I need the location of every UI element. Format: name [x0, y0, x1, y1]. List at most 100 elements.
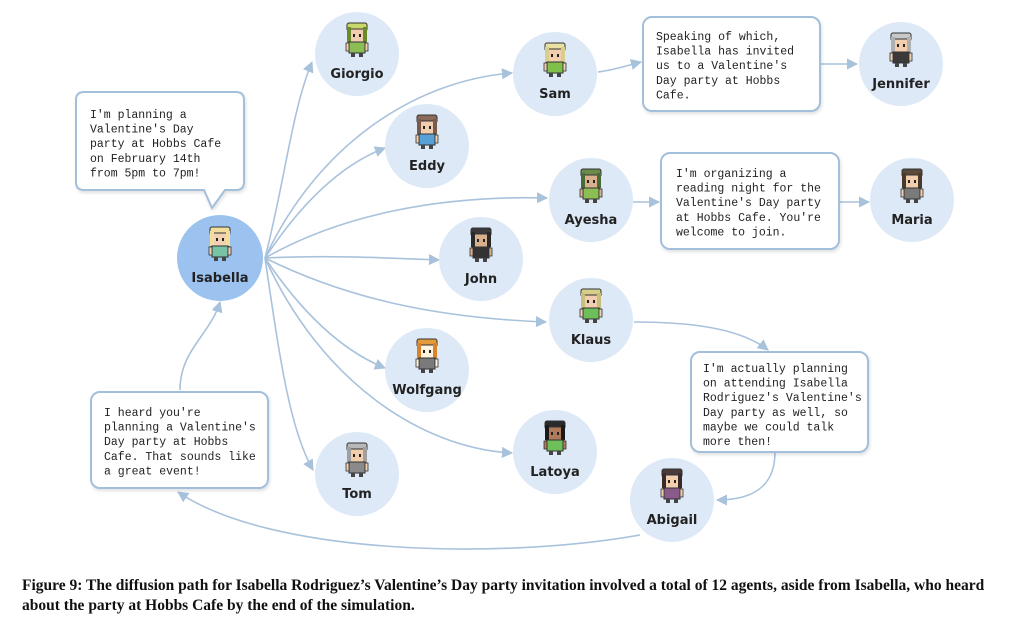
agent-node-circle: [385, 104, 469, 188]
agent-node-circle: [315, 12, 399, 96]
agent-name-abigail: Abigail: [647, 513, 698, 528]
agent-name-maria: Maria: [891, 213, 932, 228]
bubble-line: a great event!: [104, 465, 201, 478]
agent-node-circle: [859, 22, 943, 106]
edge-isabella-giorgio: [264, 60, 314, 259]
pixel-avatar-green-woman-icon: [579, 168, 603, 203]
agent-node-circle: [870, 158, 954, 242]
agent-name-giorgio: Giorgio: [330, 67, 383, 82]
bubble-line: Rodriguez's Valentine's: [703, 392, 862, 405]
speech-bubble-ayesha: [660, 152, 840, 250]
agent-node-klaus: Klaus: [549, 278, 633, 362]
bubble-line: Cafe.: [656, 89, 691, 102]
agent-node-john: John: [439, 217, 523, 301]
pixel-avatar-bald-man-icon: [543, 42, 567, 77]
agent-node-giorgio: Giorgio: [315, 12, 399, 96]
edge-isabella-john: [264, 253, 441, 266]
speech-bubble-sam: [642, 16, 821, 112]
agent-name-wolfgang: Wolfgang: [392, 383, 462, 398]
agent-node-circle: [513, 32, 597, 116]
bubble-line: from 5pm to 7pm!: [90, 167, 200, 180]
edge-isabella-latoya: [264, 257, 514, 459]
bubble-line: more then!: [703, 436, 772, 449]
bubble-line: Speaking of which,: [656, 31, 780, 44]
pixel-avatar-green-man-icon: [345, 22, 369, 57]
pixel-avatar-brown-woman-icon: [900, 168, 924, 203]
agent-node-eddy: Eddy: [385, 104, 469, 188]
agent-name-john: John: [464, 272, 497, 287]
agent-node-circle: [549, 278, 633, 362]
bubble-line: us to a Valentine's: [656, 60, 787, 73]
bubble-line: at Hobbs Cafe. You're: [676, 212, 821, 225]
bubble-line: I heard you're: [104, 407, 201, 420]
bubble-line: Day party at Hobbs: [656, 75, 780, 88]
agent-node-circle: [315, 432, 399, 516]
edges: [177, 58, 871, 550]
agent-name-eddy: Eddy: [409, 159, 445, 174]
pixel-avatar-dark-hair-woman-icon: [660, 468, 684, 503]
bubble-line: Day party as well, so: [703, 407, 848, 420]
agent-name-ayesha: Ayesha: [565, 213, 618, 228]
edge-klaus-bubble: [633, 321, 769, 351]
pixel-avatar-grey-woman-icon: [889, 32, 913, 67]
pixel-avatar-fox-icon: [415, 338, 439, 373]
agent-node-circle: [177, 215, 263, 301]
agent-name-sam: Sam: [539, 87, 571, 102]
pixel-avatar-blonde-woman-icon: [208, 226, 232, 261]
agent-name-latoya: Latoya: [530, 465, 579, 480]
edge-isabella-sam: [264, 68, 514, 259]
bubble-line: party at Hobbs Cafe: [90, 138, 221, 151]
figure-caption: Figure 9: The diffusion path for Isabell…: [22, 577, 985, 614]
bubble-line: Isabella has invited: [656, 46, 794, 59]
edge-sam-bubble: [597, 59, 643, 73]
agent-node-circle: [385, 328, 469, 412]
pixel-avatar-pigtail-woman-icon: [543, 420, 567, 455]
bubble-line: maybe we could talk: [703, 421, 834, 434]
bubble-line: Day party at Hobbs: [104, 436, 228, 449]
pixel-avatar-brown-hair-man-icon: [415, 114, 439, 149]
agent-node-circle: [549, 158, 633, 242]
bubble-line: Valentine's Day party: [676, 197, 821, 210]
pixel-avatar-blond-man-icon: [579, 288, 603, 323]
edge-abigail-bubble: [177, 491, 641, 550]
bubble-text-klaus: I'm actually planning on attending Isabel…: [703, 363, 862, 449]
bubble-line: I'm actually planning: [703, 363, 848, 376]
agent-name-isabella: Isabella: [191, 271, 248, 286]
edge-bubble-isabella: [179, 300, 223, 391]
agent-node-maria: Maria: [870, 158, 954, 242]
edge-bubble-abigail: [715, 451, 776, 506]
agent-node-jennifer: Jennifer: [859, 22, 943, 106]
agent-node-wolfgang: Wolfgang: [385, 328, 469, 412]
edge-isabella-klaus: [264, 257, 548, 328]
bubble-line: planning a Valentine's: [104, 422, 256, 435]
edge-isabella-ayesha: [264, 192, 549, 259]
bubble-line: on attending Isabella: [703, 378, 848, 391]
agent-name-tom: Tom: [342, 487, 372, 502]
agent-node-sam: Sam: [513, 32, 597, 116]
agent-node-tom: Tom: [315, 432, 399, 516]
pixel-avatar-dark-man-icon: [469, 227, 493, 262]
edge-isabella-wolfgang: [264, 257, 387, 370]
agent-node-circle: [439, 217, 523, 301]
bubble-line: welcome to join.: [676, 226, 786, 239]
edge-isabella-tom: [264, 257, 314, 471]
agent-node-abigail: Abigail: [630, 458, 714, 542]
agent-node-isabella: Isabella: [177, 215, 263, 301]
bubble-line: on February 14th: [90, 153, 200, 166]
edge-isabella-eddy: [264, 146, 387, 259]
bubble-line: I'm planning a: [90, 109, 187, 122]
bubble-line: Valentine's Day: [90, 124, 194, 137]
speech-bubble-klaus: [690, 351, 869, 453]
agent-node-circle: [513, 410, 597, 494]
speech-bubble-abigail: [90, 391, 269, 489]
bubble-line: reading night for the: [676, 183, 821, 196]
agent-name-klaus: Klaus: [571, 333, 612, 348]
agent-name-jennifer: Jennifer: [871, 77, 930, 92]
speech-bubble-isabella: [75, 91, 245, 210]
pixel-avatar-grey-man-icon: [345, 442, 369, 477]
